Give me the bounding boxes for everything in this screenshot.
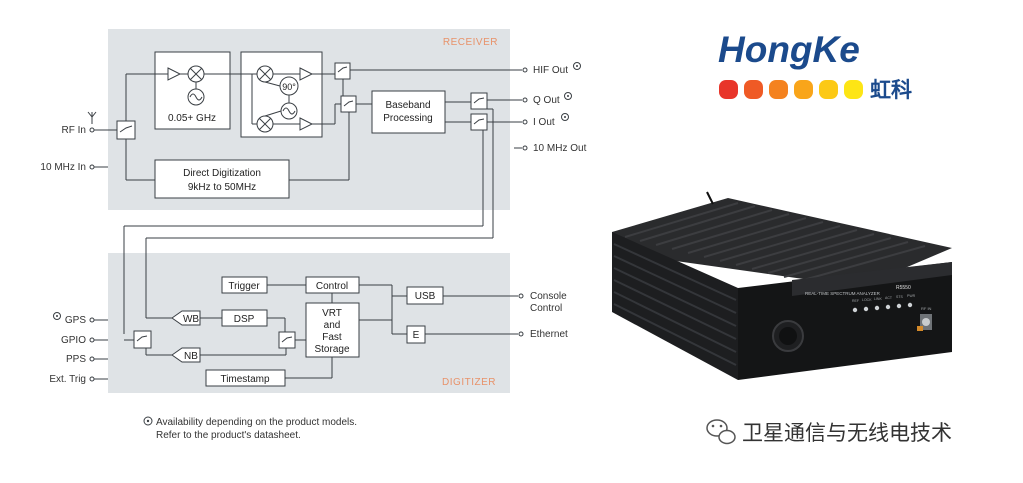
vrt-storage-block bbox=[305, 302, 360, 358]
baseband-line2: Processing bbox=[383, 113, 432, 124]
trigger-label: Trigger bbox=[228, 281, 260, 292]
dsp-label: DSP bbox=[234, 314, 255, 325]
mixer-icon bbox=[256, 65, 274, 83]
q-out-switch bbox=[470, 92, 488, 110]
freq-block-label: 0.05+ GHz bbox=[168, 113, 216, 124]
direct-digitization-block bbox=[154, 159, 290, 199]
console-line2: Control bbox=[530, 303, 562, 314]
receiver-section-label: RECEIVER bbox=[443, 37, 498, 48]
rf-in-label: RF In bbox=[62, 125, 86, 136]
phase-label: 90° bbox=[282, 82, 296, 92]
baseband-switch bbox=[340, 95, 357, 113]
hif-out-label: HIF Out bbox=[533, 65, 568, 76]
mixer-icon bbox=[256, 115, 274, 133]
timestamp-label: Timestamp bbox=[220, 374, 270, 385]
antenna-icon bbox=[87, 111, 97, 124]
dsp-switch bbox=[278, 331, 296, 349]
ref-out-label: 10 MHz Out bbox=[533, 143, 587, 154]
i-out-port bbox=[522, 119, 528, 125]
control-label: Control bbox=[316, 281, 348, 292]
baseband-line1: Baseband bbox=[385, 100, 430, 111]
digitizer-section-label: DIGITIZER bbox=[442, 377, 496, 388]
e-label: E bbox=[413, 330, 420, 341]
mixer-icon bbox=[187, 65, 205, 83]
oscillator-icon bbox=[280, 102, 298, 120]
gpio-port bbox=[89, 337, 95, 343]
usb-label: USB bbox=[415, 291, 436, 302]
logo-wordmark: HongKe bbox=[718, 29, 860, 70]
console-line1: Console bbox=[530, 291, 567, 302]
led-label-sts: STS bbox=[896, 295, 903, 299]
amplifier-icon bbox=[299, 67, 314, 81]
device-photo: REAL-TIME SPECTRUM ANALYZER R5550 REF LO… bbox=[612, 191, 952, 380]
dd-line2: 9kHz to 50MHz bbox=[188, 182, 256, 193]
gps-label: GPS bbox=[65, 315, 86, 326]
vrt-line3: Fast bbox=[322, 332, 342, 343]
hif-switch bbox=[334, 62, 351, 80]
dd-line1: Direct Digitization bbox=[183, 168, 261, 179]
led-label-link: LINK bbox=[874, 297, 882, 301]
hongke-logo: HongKe 虹科 bbox=[718, 29, 912, 102]
gpio-label: GPIO bbox=[61, 335, 86, 346]
led-label-ref: REF bbox=[852, 299, 859, 303]
ext-trig-port bbox=[89, 376, 95, 382]
rf-switch bbox=[116, 120, 136, 140]
vrt-line2: and bbox=[324, 320, 341, 331]
led-label-lock: LOCK bbox=[862, 298, 872, 302]
vrt-line4: Storage bbox=[314, 344, 349, 355]
console-port bbox=[518, 293, 524, 299]
digitizer-input-switch bbox=[133, 330, 152, 349]
phase-shifter-icon: 90° bbox=[279, 76, 299, 96]
logo-chinese: 虹科 bbox=[870, 78, 912, 102]
ref-out-port bbox=[522, 145, 528, 151]
device-panel-title: REAL-TIME SPECTRUM ANALYZER bbox=[805, 291, 881, 296]
led-label-act: ACT bbox=[885, 296, 893, 300]
ref-in-label: 10 MHz In bbox=[40, 162, 86, 173]
footnote-line1: Availability depending on the product mo… bbox=[156, 417, 357, 428]
pps-label: PPS bbox=[66, 354, 86, 365]
led-label-pwr: PWR bbox=[907, 294, 916, 298]
baseband-processing-block bbox=[371, 90, 446, 134]
device-model: R5550 bbox=[896, 285, 911, 291]
nb-label: NB bbox=[184, 351, 198, 362]
i-out-switch bbox=[470, 113, 488, 131]
ethernet-label: Ethernet bbox=[530, 329, 568, 340]
gps-port bbox=[89, 317, 95, 323]
oscillator-icon bbox=[187, 88, 205, 106]
wechat-icon bbox=[706, 419, 736, 445]
ref-in-port bbox=[89, 164, 95, 170]
pps-port bbox=[89, 356, 95, 362]
ethernet-port bbox=[518, 331, 524, 337]
rf-in-port bbox=[89, 127, 95, 133]
hif-out-port bbox=[522, 67, 528, 73]
i-out-label: I Out bbox=[533, 117, 555, 128]
rf-in-connector-label: RF IN bbox=[921, 306, 932, 311]
ext-trig-label: Ext. Trig bbox=[49, 374, 86, 385]
wb-label: WB bbox=[183, 314, 199, 325]
watermark-text: 卫星通信与无线电技术 bbox=[742, 422, 952, 445]
q-out-port bbox=[522, 97, 528, 103]
q-out-label: Q Out bbox=[533, 95, 560, 106]
amplifier-icon bbox=[299, 117, 314, 131]
vrt-line1: VRT bbox=[322, 308, 342, 319]
footnote-line2: Refer to the product's datasheet. bbox=[156, 430, 301, 441]
